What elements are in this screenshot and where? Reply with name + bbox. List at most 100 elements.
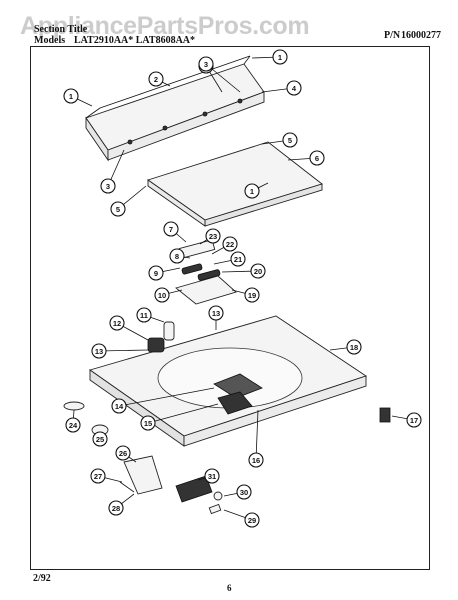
callout-label: 21	[234, 255, 242, 264]
callout-circle	[272, 49, 288, 65]
callout-label: 13	[95, 347, 103, 356]
callout-label: 5	[288, 136, 292, 145]
callout-22: 22	[211, 236, 238, 255]
callout-5: 5	[110, 185, 147, 217]
callout-label: 24	[69, 421, 78, 430]
revision-date: 2/92	[33, 573, 51, 584]
callout-7: 7	[163, 221, 187, 243]
callout-label: 11	[140, 311, 148, 320]
callout-9: 9	[148, 265, 181, 281]
callout-circle	[91, 343, 107, 359]
callout-circle	[148, 265, 164, 281]
callout-30: 30	[223, 484, 252, 500]
callout-label: 31	[208, 472, 216, 481]
callout-circle	[115, 445, 131, 461]
callout-circle	[163, 221, 179, 237]
callout-14: 14	[111, 387, 215, 414]
callout-circle	[136, 307, 152, 323]
callout-label: 28	[112, 504, 120, 513]
callout-21: 21	[213, 251, 246, 267]
callout-circle	[236, 484, 252, 500]
callout-circle	[346, 339, 362, 355]
callout-layer: 1234131565372382292120101912111313181415…	[63, 49, 422, 528]
section-title: Section Title	[34, 24, 88, 35]
callout-label: 7	[169, 225, 173, 234]
callout-circle	[65, 417, 81, 433]
callout-circle	[204, 468, 220, 484]
callout-16: 16	[248, 409, 264, 468]
callout-label: 5	[116, 205, 120, 214]
callout-label: 1	[250, 187, 254, 196]
callout-23: 23	[199, 228, 221, 245]
callout-circle	[154, 287, 170, 303]
callout-label: 6	[315, 154, 319, 163]
callout-label: 12	[113, 319, 121, 328]
callout-label: 10	[158, 291, 166, 300]
callout-27: 27	[90, 468, 123, 484]
callout-label: 27	[94, 472, 102, 481]
callout-circle	[111, 398, 127, 414]
callout-label: 14	[115, 402, 124, 411]
callout-12: 12	[109, 315, 149, 341]
callout-label: 8	[175, 252, 179, 261]
callout-4: 4	[261, 80, 302, 96]
callout-8: 8	[169, 248, 191, 264]
callout-13: 13	[208, 305, 224, 330]
callout-label: 15	[144, 419, 152, 428]
callout-leader	[255, 409, 259, 461]
callout-1: 1	[63, 88, 93, 107]
callout-label: 1	[69, 92, 73, 101]
model-numbers: LAT2910AA* LAT8608AA*	[74, 35, 196, 46]
lid-switch-part	[175, 239, 237, 305]
callout-circle	[244, 287, 260, 303]
callout-20: 20	[221, 263, 266, 279]
callout-3: 3	[198, 56, 241, 93]
callout-circle	[108, 500, 124, 516]
callout-circle	[148, 71, 164, 87]
callout-circle	[109, 315, 125, 331]
control-panel-part	[85, 55, 265, 162]
callout-circle	[92, 431, 108, 447]
callout-circle	[248, 452, 264, 468]
lid-part	[146, 141, 323, 227]
callout-circle	[244, 512, 260, 528]
callout-label: 22	[226, 240, 234, 249]
callout-label: 17	[410, 416, 418, 425]
callout-1: 1	[244, 182, 269, 199]
callout-label: 30	[240, 488, 248, 497]
callout-label: 2	[154, 75, 158, 84]
callout-circle	[282, 132, 298, 148]
callout-label: 3	[106, 182, 110, 191]
page-number: 6	[227, 583, 232, 593]
callout-label: 20	[254, 267, 262, 276]
callout-26: 26	[115, 445, 137, 463]
callout-24: 24	[65, 409, 81, 433]
callout-11: 11	[136, 307, 165, 323]
callout-label: 29	[248, 516, 256, 525]
callout-circle	[286, 80, 302, 96]
small-parts	[63, 321, 391, 515]
callout-circle	[244, 183, 260, 199]
callout-25: 25	[92, 431, 108, 447]
callout-3: 3	[100, 149, 125, 194]
callout-28: 28	[108, 493, 135, 516]
callout-2: 2	[148, 71, 171, 87]
callout-18: 18	[329, 339, 362, 355]
callout-circle	[100, 178, 116, 194]
callout-label: 3	[204, 60, 208, 69]
callout-10: 10	[154, 287, 183, 303]
callout-label: 18	[350, 343, 358, 352]
callout-31: 31	[197, 468, 220, 484]
callout-label: 9	[154, 269, 158, 278]
callout-1: 1	[251, 49, 288, 65]
callout-circle	[90, 468, 106, 484]
callout-circle	[198, 56, 214, 72]
watermark-text: AppliancePartsPros.com	[20, 12, 310, 40]
callout-29: 29	[223, 509, 260, 528]
callout-circle	[63, 88, 79, 104]
callout-label: 26	[119, 449, 127, 458]
callout-17: 17	[391, 412, 422, 428]
diagram-frame	[30, 46, 430, 570]
callout-leader	[147, 403, 219, 424]
callout-label: 19	[248, 291, 256, 300]
